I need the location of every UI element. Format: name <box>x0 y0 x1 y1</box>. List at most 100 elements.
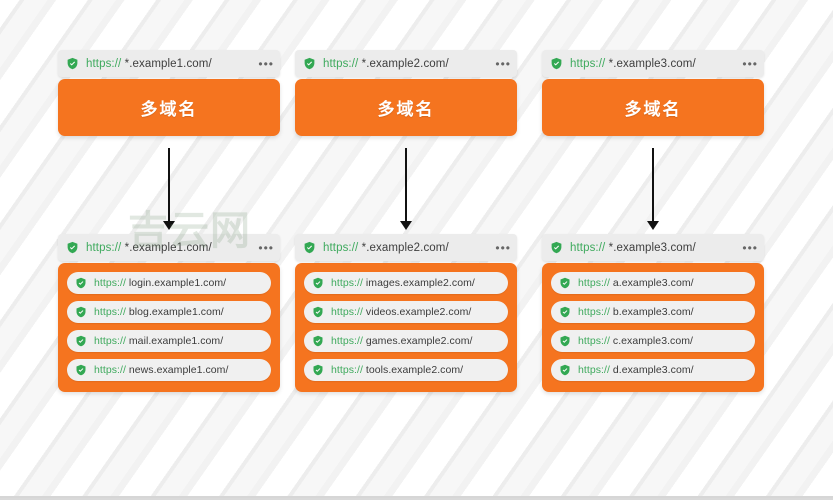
url-scheme: https:// <box>94 306 126 318</box>
shield-check-icon <box>559 277 571 289</box>
url-scheme: https:// <box>570 241 606 254</box>
list-item[interactable]: https:// images.example2.com/ <box>304 272 508 294</box>
list-item[interactable]: https:// videos.example2.com/ <box>304 301 508 323</box>
url-scheme: https:// <box>323 57 359 70</box>
shield-check-icon <box>559 335 571 347</box>
shield-check-icon <box>75 335 87 347</box>
shield-check-icon <box>312 335 324 347</box>
shield-check-icon <box>312 364 324 376</box>
mid-urlbar-1-text: https:// *.example1.com/ <box>86 242 254 254</box>
url-host: videos.example2.com/ <box>362 306 472 318</box>
url-host: images.example2.com/ <box>362 277 475 289</box>
header-card-2-label: 多域名 <box>377 100 435 120</box>
mid-urlbar-3-text: https:// *.example3.com/ <box>570 242 738 254</box>
shield-check-icon <box>303 241 316 254</box>
url-scheme: https:// <box>94 277 126 289</box>
url-scheme: https:// <box>323 241 359 254</box>
shield-check-icon <box>75 364 87 376</box>
overflow-menu-icon[interactable]: ••• <box>258 240 274 255</box>
list-item[interactable]: https:// d.example3.com/ <box>551 359 755 381</box>
mid-urlbar-2-text: https:// *.example2.com/ <box>323 242 491 254</box>
header-card-3-label: 多域名 <box>624 100 682 120</box>
overflow-menu-icon[interactable]: ••• <box>742 240 758 255</box>
shield-check-icon <box>550 57 563 70</box>
url-scheme: https:// <box>331 306 363 318</box>
shield-check-icon <box>559 364 571 376</box>
top-urlbar-2[interactable]: https:// *.example2.com/ ••• <box>295 50 517 77</box>
url-scheme: https:// <box>570 57 606 70</box>
down-arrow-icon <box>399 148 413 230</box>
url-host: c.example3.com/ <box>609 335 694 347</box>
shield-check-icon <box>550 241 563 254</box>
top-urlbar-3-text: https:// *.example3.com/ <box>570 58 738 70</box>
list-item[interactable]: https:// news.example1.com/ <box>67 359 271 381</box>
mid-urlbar-1[interactable]: https:// *.example1.com/ ••• <box>58 234 280 261</box>
url-host: *.example2.com/ <box>358 57 449 70</box>
list-item[interactable]: https:// mail.example1.com/ <box>67 330 271 352</box>
top-urlbar-1[interactable]: https:// *.example1.com/ ••• <box>58 50 280 77</box>
column-1: https:// *.example1.com/ ••• 多域名 <box>58 50 280 136</box>
url-scheme: https:// <box>86 57 122 70</box>
top-urlbar-2-text: https:// *.example2.com/ <box>323 58 491 70</box>
subdomain-panel-3: https:// a.example3.com/ https:// b.exam… <box>542 263 764 392</box>
subdomain-group-1: https:// *.example1.com/ ••• https:// lo… <box>58 234 280 392</box>
url-scheme: https:// <box>578 335 610 347</box>
subdomain-panel-2: https:// images.example2.com/ https:// v… <box>295 263 517 392</box>
shield-check-icon <box>75 277 87 289</box>
url-host: tools.example2.com/ <box>362 364 464 376</box>
list-item[interactable]: https:// blog.example1.com/ <box>67 301 271 323</box>
url-scheme: https:// <box>94 364 126 376</box>
url-host: b.example3.com/ <box>609 306 694 318</box>
subdomain-group-2: https:// *.example2.com/ ••• https:// im… <box>295 234 517 392</box>
shield-check-icon <box>559 306 571 318</box>
url-scheme: https:// <box>86 241 122 254</box>
shield-check-icon <box>66 241 79 254</box>
shield-check-icon <box>312 277 324 289</box>
url-host: *.example1.com/ <box>121 241 212 254</box>
list-item[interactable]: https:// a.example3.com/ <box>551 272 755 294</box>
url-scheme: https:// <box>331 364 363 376</box>
top-urlbar-1-text: https:// *.example1.com/ <box>86 58 254 70</box>
overflow-menu-icon[interactable]: ••• <box>742 56 758 71</box>
overflow-menu-icon[interactable]: ••• <box>495 56 511 71</box>
header-card-2[interactable]: 多域名 <box>295 79 517 136</box>
list-item[interactable]: https:// login.example1.com/ <box>67 272 271 294</box>
url-host: login.example1.com/ <box>125 277 227 289</box>
url-host: mail.example1.com/ <box>125 335 224 347</box>
shield-check-icon <box>312 306 324 318</box>
mid-urlbar-2[interactable]: https:// *.example2.com/ ••• <box>295 234 517 261</box>
header-card-3[interactable]: 多域名 <box>542 79 764 136</box>
overflow-menu-icon[interactable]: ••• <box>495 240 511 255</box>
list-item[interactable]: https:// games.example2.com/ <box>304 330 508 352</box>
url-scheme: https:// <box>578 277 610 289</box>
header-card-1-label: 多域名 <box>140 100 198 120</box>
overflow-menu-icon[interactable]: ••• <box>258 56 274 71</box>
mid-urlbar-3[interactable]: https:// *.example3.com/ ••• <box>542 234 764 261</box>
url-scheme: https:// <box>578 364 610 376</box>
url-scheme: https:// <box>331 277 363 289</box>
url-scheme: https:// <box>94 335 126 347</box>
shield-check-icon <box>303 57 316 70</box>
url-host: news.example1.com/ <box>125 364 229 376</box>
list-item[interactable]: https:// tools.example2.com/ <box>304 359 508 381</box>
column-2: https:// *.example2.com/ ••• 多域名 <box>295 50 517 136</box>
shield-check-icon <box>66 57 79 70</box>
subdomain-panel-1: https:// login.example1.com/ https:// bl… <box>58 263 280 392</box>
shield-check-icon <box>75 306 87 318</box>
column-3: https:// *.example3.com/ ••• 多域名 <box>542 50 764 136</box>
list-item[interactable]: https:// b.example3.com/ <box>551 301 755 323</box>
url-scheme: https:// <box>578 306 610 318</box>
url-host: games.example2.com/ <box>362 335 473 347</box>
url-host: *.example3.com/ <box>605 241 696 254</box>
down-arrow-icon <box>162 148 176 230</box>
list-item[interactable]: https:// c.example3.com/ <box>551 330 755 352</box>
subdomain-group-3: https:// *.example3.com/ ••• https:// a.… <box>542 234 764 392</box>
url-host: blog.example1.com/ <box>125 306 224 318</box>
header-card-1[interactable]: 多域名 <box>58 79 280 136</box>
down-arrow-icon <box>646 148 660 230</box>
url-host: *.example1.com/ <box>121 57 212 70</box>
top-urlbar-3[interactable]: https:// *.example3.com/ ••• <box>542 50 764 77</box>
url-scheme: https:// <box>331 335 363 347</box>
url-host: a.example3.com/ <box>609 277 694 289</box>
